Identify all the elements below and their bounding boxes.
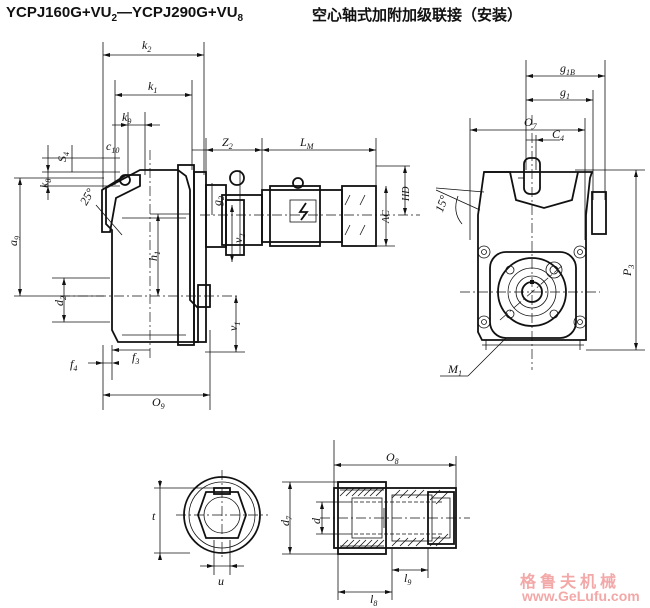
label-v1: v1 — [226, 322, 242, 331]
label-hd: HD — [401, 186, 412, 202]
label-angle-15: 15° — [432, 193, 451, 214]
label-k1: k1 — [148, 79, 157, 95]
label-lm: LM — [299, 135, 315, 151]
label-a9: a9 — [6, 236, 22, 246]
watermark-url: www.GeLufu.com — [522, 588, 640, 604]
label-ac: AC — [381, 210, 392, 224]
label-s4: S4 — [55, 152, 71, 162]
label-d7: d7 — [278, 515, 294, 526]
label-f3: f3 — [132, 350, 139, 366]
label-g1b: g1B — [560, 61, 575, 77]
label-l9: l9 — [404, 571, 411, 587]
hollow-shaft-end-view: t u — [152, 470, 268, 588]
label-d: d — [309, 517, 323, 524]
label-m1: M1 — [447, 362, 462, 378]
model-sub1: 2 — [111, 13, 118, 24]
model-range-title: YCPJ160G+VU2—YCPJ290G+VU8 — [6, 4, 243, 24]
chinese-title: 空心轴式加附加级联接（安装） — [312, 6, 523, 24]
label-k9: k9 — [122, 110, 131, 126]
label-f4: f4 — [70, 357, 77, 373]
label-g1: g1 — [560, 85, 570, 101]
label-h1: h1 — [146, 251, 162, 261]
label-v2: v2 — [231, 234, 247, 243]
label-l8: l8 — [370, 592, 377, 608]
label-angle-25: 25° — [77, 186, 98, 208]
label-o8: O8 — [386, 450, 399, 466]
label-u: u — [218, 574, 224, 588]
model-prefix: YCPJ160G+VU — [6, 4, 112, 21]
label-k8: k8 — [37, 179, 53, 188]
model-sub2: 8 — [237, 13, 244, 24]
label-d2: d2 — [52, 296, 68, 306]
front-view: g1B g1 O7 C4 15° P3 M1 — [432, 60, 645, 378]
label-z2: Z2 — [222, 135, 233, 151]
label-c4: C4 — [552, 127, 564, 143]
label-k2: k2 — [142, 38, 151, 54]
label-o7: O7 — [524, 115, 538, 131]
section-hatching — [339, 487, 449, 549]
watermark-chinese: 格鲁夫机械 — [520, 572, 621, 591]
label-c10: c10 — [106, 139, 119, 155]
hollow-shaft-section: O8 d7 d l9 l8 — [278, 440, 470, 608]
model-dash: —YCPJ290G+VU — [117, 4, 238, 21]
label-o9: O9 — [152, 395, 165, 411]
label-t: t — [152, 509, 156, 523]
label-g2: g2 — [210, 196, 226, 206]
label-p3: P3 — [620, 265, 636, 277]
side-view: k2 k1 k9 c10 S4 k8 25° a9 h1 g2 v2 Z2 LM… — [6, 38, 420, 411]
